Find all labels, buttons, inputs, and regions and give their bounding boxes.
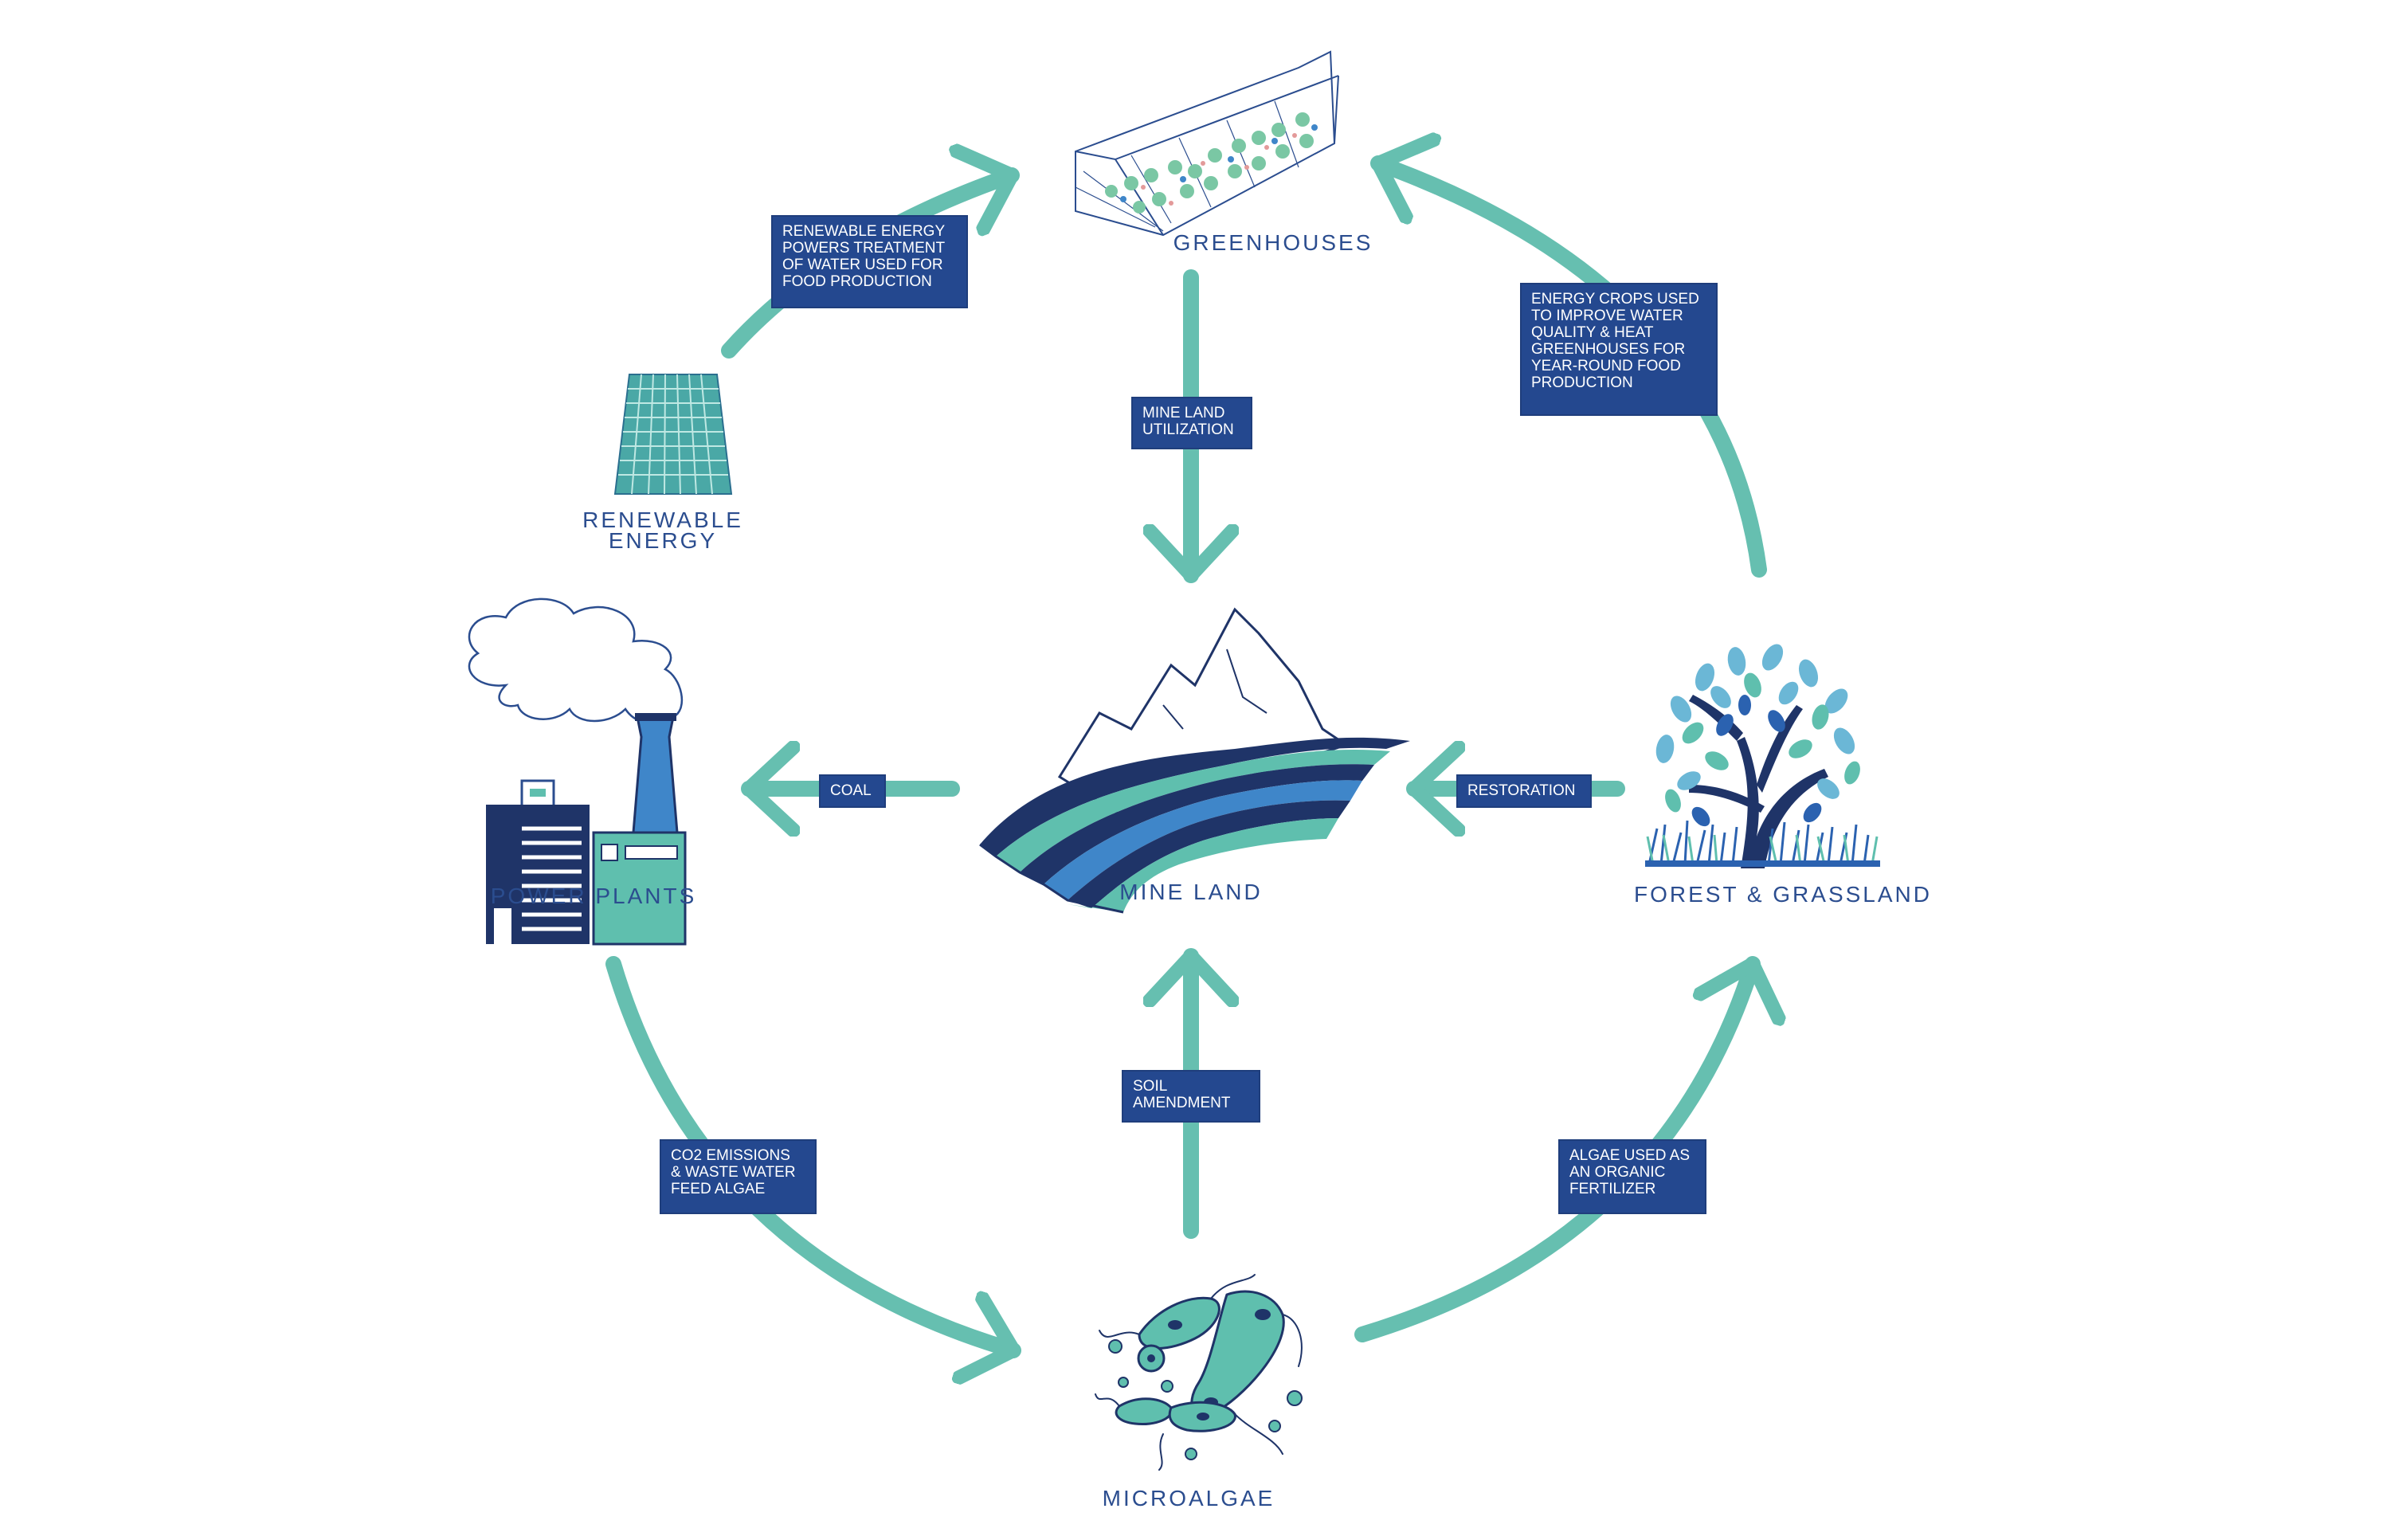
power-plant-icon [468,598,687,946]
box-line: MINE LAND [1142,405,1225,421]
label-box-soil-amendment: SOIL AMENDMENT [1123,1072,1259,1121]
label-mine-land: MINE LAND [1119,880,1263,904]
box-line: FOOD PRODUCTION [782,273,932,290]
mine-land-icon [979,607,1410,914]
tree-icon [1645,644,1880,868]
label-renewable-energy: RENEWABLE ENERGY [582,507,743,553]
label-power-plants: POWER PLANTS [490,884,697,908]
box-line: PRODUCTION [1531,374,1633,391]
label-box-algae-fertilizer: ALGAE USED AS AN ORGANIC FERTILIZER [1560,1141,1705,1213]
box-line: AN ORGANIC [1569,1164,1666,1181]
greenhouse-icon [1075,50,1339,237]
box-line: CO2 EMISSIONS [671,1147,790,1164]
label-greenhouses: GREENHOUSES [1173,230,1373,255]
box-line: YEAR-ROUND FOOD [1531,358,1681,374]
label-microalgae: MICROALGAE [1102,1486,1275,1511]
label-box-restoration: RESTORATION [1458,776,1590,806]
label-box-mine-land-utilization: MINE LAND UTILIZATION [1133,398,1251,448]
box-line: RESTORATION [1467,782,1576,799]
box-line: GREENHOUSES FOR [1531,341,1686,358]
box-line: SOIL [1133,1078,1168,1095]
box-line: FEED ALGAE [671,1181,766,1197]
label-renewable-energy-line-2: ENERGY [608,528,718,553]
box-line: RENEWABLE ENERGY [782,223,946,240]
box-line: OF WATER USED FOR [782,257,943,273]
microalgae-icon [1095,1274,1303,1471]
box-line: UTILIZATION [1142,421,1234,438]
solar-panel-icon [613,374,733,495]
label-box-energy-crops: ENERGY CROPS USED TO IMPROVE WATER QUALI… [1522,284,1716,414]
box-line: FERTILIZER [1569,1181,1656,1197]
box-line: TO IMPROVE WATER [1531,308,1683,324]
label-box-coal: COAL [821,776,884,806]
box-line: COAL [830,782,872,799]
box-line: QUALITY & HEAT [1531,324,1654,341]
box-line: POWERS TREATMENT [782,240,946,257]
label-box-renewable-energy-powers: RENEWABLE ENERGY POWERS TREATMENT OF WAT… [773,217,966,307]
label-box-co2-emissions: CO2 EMISSIONS & WASTE WATER FEED ALGAE [661,1141,815,1213]
label-forest-grassland: FOREST & GRASSLAND [1633,882,1933,907]
box-line: ENERGY CROPS USED [1531,291,1699,308]
box-line: ALGAE USED AS [1569,1147,1691,1164]
box-line: & WASTE WATER [671,1164,796,1181]
box-line: AMENDMENT [1133,1095,1231,1111]
label-renewable-energy-line-1: RENEWABLE [582,507,743,532]
